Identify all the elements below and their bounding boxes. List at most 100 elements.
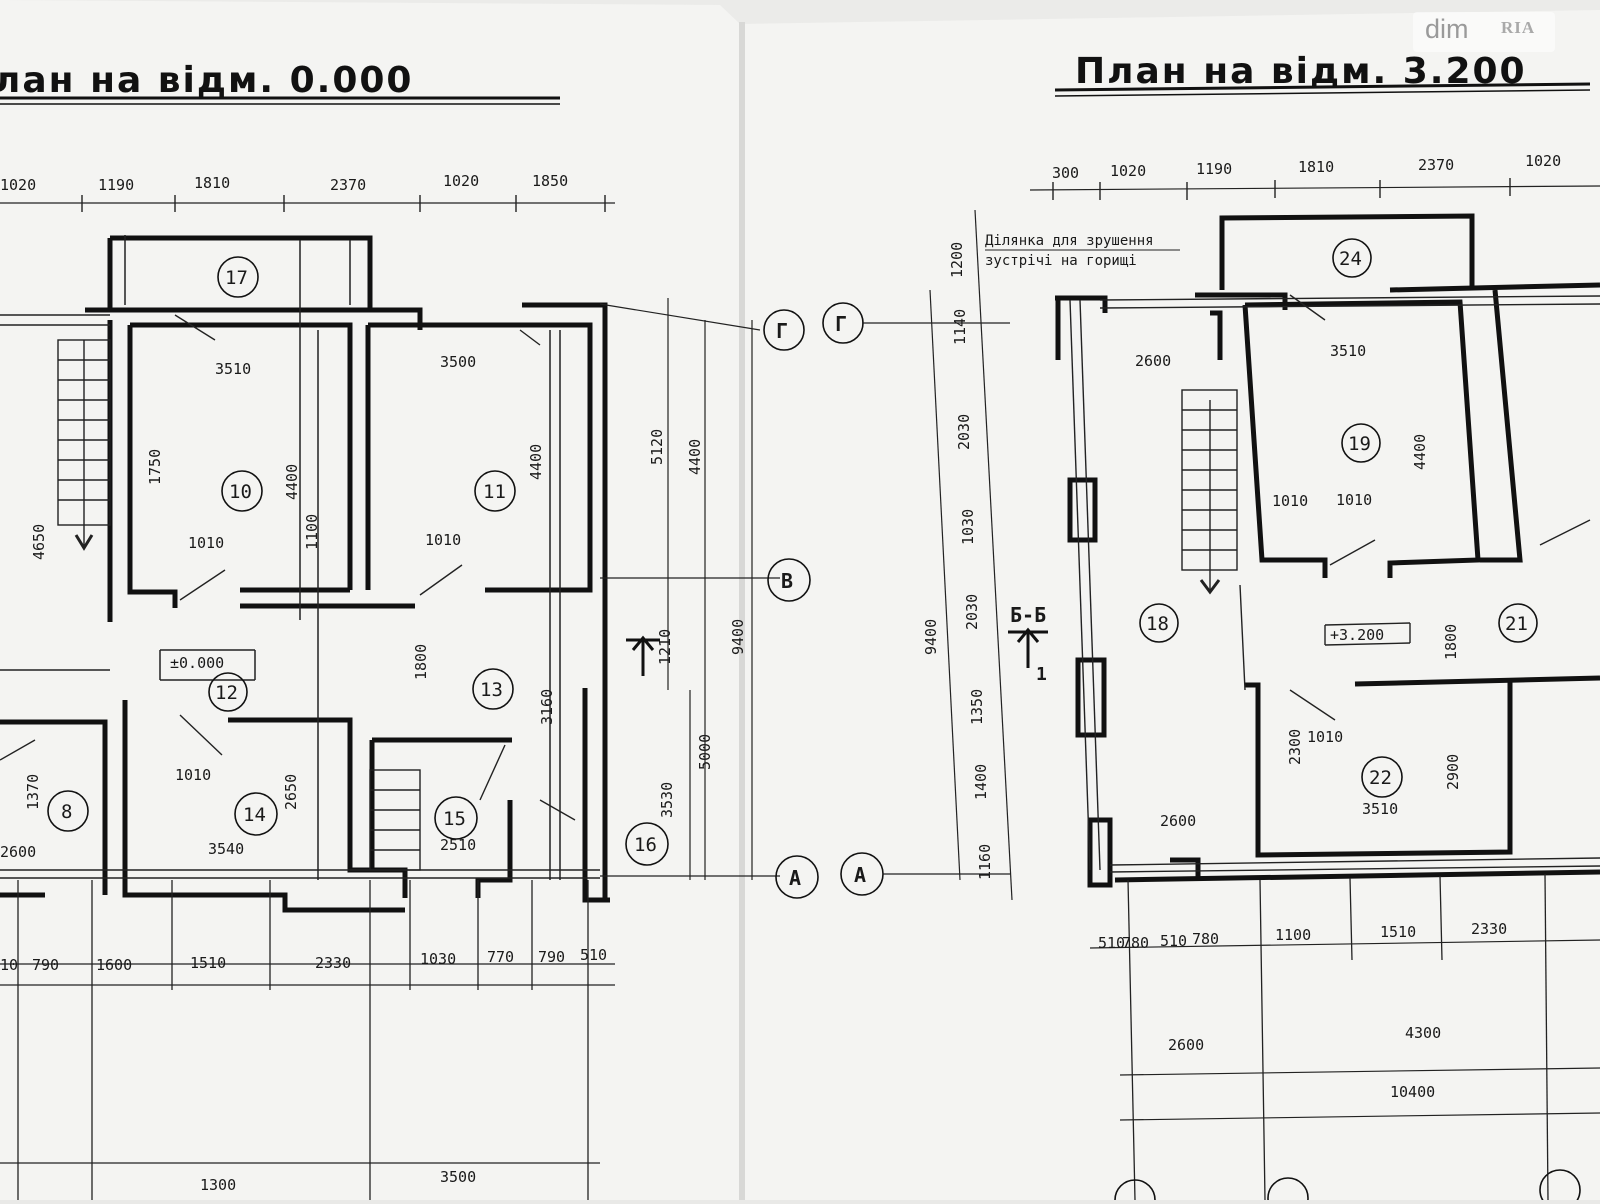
right-level-mark: +3.200 — [1330, 626, 1384, 644]
right-top-dim-4: 1810 — [1298, 158, 1334, 176]
left-door-swings — [0, 314, 576, 821]
right-label-2600-b: 2600 — [1160, 812, 1196, 830]
left-stairs — [57, 339, 421, 871]
right-bottom-dim-3: 510 — [1160, 932, 1187, 950]
room-19: 19 — [1348, 433, 1371, 455]
left-label-3160: 3160 — [538, 689, 556, 725]
right-label-1400: 1400 — [972, 764, 990, 800]
room-24: 24 — [1339, 248, 1362, 270]
right-title-underline-2 — [1054, 89, 1591, 97]
left-vertical-dim-lines — [599, 298, 780, 880]
right-inner-lines — [1069, 295, 1600, 873]
axis-a-right: А — [854, 863, 866, 887]
right-label-1010-a: 1010 — [1272, 492, 1308, 510]
room-12: 12 — [215, 682, 238, 704]
room-18: 18 — [1146, 613, 1169, 635]
room-15: 15 — [443, 808, 466, 830]
right-title-underline — [1054, 82, 1591, 92]
left-label-3510: 3510 — [215, 360, 251, 378]
room-17: 17 — [225, 267, 248, 289]
right-label-1010-c: 1010 — [1307, 728, 1343, 746]
left-axis-bubbles — [763, 309, 819, 899]
left-plan: лан на відм. 0.000 1020 1190 1810 2370 1… — [0, 60, 819, 1200]
left-label-2510: 2510 — [440, 836, 476, 854]
left-label-4400-a: 4400 — [283, 464, 301, 500]
left-top-dim-ticks — [81, 195, 606, 212]
left-label-2600: 2600 — [0, 843, 36, 861]
right-top-dim-2: 1020 — [1110, 162, 1146, 180]
left-bottom-dim-1: 10 — [0, 956, 18, 974]
right-top-dim-ticks — [1052, 178, 1511, 200]
left-top-dim-4: 2370 — [330, 176, 366, 194]
right-bottom-dim-1: 510 — [1098, 934, 1125, 952]
left-bottom-dim-3: 1600 — [96, 956, 132, 974]
left-label-3530: 3530 — [658, 782, 676, 818]
left-far-dim-1: 1300 — [200, 1176, 236, 1194]
right-bottom-dim-2: 780 — [1122, 934, 1149, 952]
dimria-watermark: dim RIA — [1413, 12, 1555, 52]
room-21: 21 — [1505, 613, 1528, 635]
left-label-1210: 1210 — [656, 629, 674, 665]
right-label-1200: 1200 — [948, 242, 966, 278]
left-label-1370: 1370 — [24, 774, 42, 810]
right-label-1160: 1160 — [976, 844, 994, 880]
left-bottom-dim-8: 790 — [538, 948, 565, 966]
right-top-dim-3: 1190 — [1196, 160, 1232, 178]
left-top-dim-1: 1020 — [0, 176, 36, 194]
left-label-3540: 3540 — [208, 840, 244, 858]
left-label-4650: 4650 — [30, 524, 48, 560]
left-room-circles — [47, 256, 669, 866]
right-top-dim-1: 300 — [1052, 164, 1079, 182]
right-section-number: 1 — [1036, 664, 1047, 685]
left-top-dim-2: 1190 — [98, 176, 134, 194]
right-top-dim-6: 1020 — [1525, 152, 1561, 170]
right-label-2030-b: 2030 — [963, 594, 981, 630]
right-total-dim-3: 10400 — [1390, 1083, 1435, 1101]
right-bottom-dim-4: 780 — [1192, 930, 1219, 948]
left-top-dim-3: 1810 — [194, 174, 230, 192]
right-top-dim-line — [1029, 185, 1600, 191]
left-plan-title: лан на відм. 0.000 — [0, 60, 413, 101]
right-label-1030: 1030 — [959, 509, 977, 545]
right-bottom-dim-ticks — [1127, 873, 1549, 1201]
right-note-line-2: зустрічі на горищі — [985, 253, 1137, 269]
right-vertical-dim-lines — [929, 209, 1013, 901]
axis-g-right: Г — [835, 312, 847, 336]
right-label-9400: 9400 — [922, 619, 940, 655]
right-door-swings — [1289, 294, 1591, 721]
watermark-brand-suffix: RIA — [1501, 18, 1536, 37]
left-label-1010-a: 1010 — [188, 534, 224, 552]
right-label-2600-a: 2600 — [1135, 352, 1171, 370]
right-label-2030-a: 2030 — [955, 414, 973, 450]
right-bottom-dim-line — [1089, 939, 1600, 949]
room-14: 14 — [243, 804, 266, 826]
right-label-1010-b: 1010 — [1336, 491, 1372, 509]
left-top-dim-5: 1020 — [443, 172, 479, 190]
right-label-4400: 4400 — [1411, 434, 1429, 470]
axis-g-left: Г — [776, 319, 788, 343]
left-label-9400: 9400 — [729, 619, 747, 655]
left-bottom-dim-4: 1510 — [190, 954, 226, 972]
right-room-circles — [1139, 238, 1538, 798]
left-level-mark: ±0.000 — [170, 654, 224, 672]
room-16: 16 — [634, 834, 657, 856]
right-label-1800: 1800 — [1442, 624, 1460, 660]
left-label-1100: 1100 — [303, 514, 321, 550]
left-label-4400-c: 4400 — [686, 439, 704, 475]
left-label-5120: 5120 — [648, 429, 666, 465]
right-section-label: Б-Б — [1010, 603, 1046, 627]
left-label-1010-c: 1010 — [175, 766, 211, 784]
right-plan: План на відм. 3.200 300 1020 1190 1810 2… — [822, 51, 1600, 1204]
right-label-2900: 2900 — [1444, 754, 1462, 790]
left-inner-lines — [0, 235, 600, 880]
right-label-3510-a: 3510 — [1330, 342, 1366, 360]
left-bottom-dim-2: 790 — [32, 956, 59, 974]
right-bottom-dim-6: 1510 — [1380, 923, 1416, 941]
left-bottom-dim-7: 770 — [487, 948, 514, 966]
left-label-1750: 1750 — [146, 449, 164, 485]
room-10: 10 — [229, 481, 252, 503]
left-label-1800: 1800 — [412, 644, 430, 680]
